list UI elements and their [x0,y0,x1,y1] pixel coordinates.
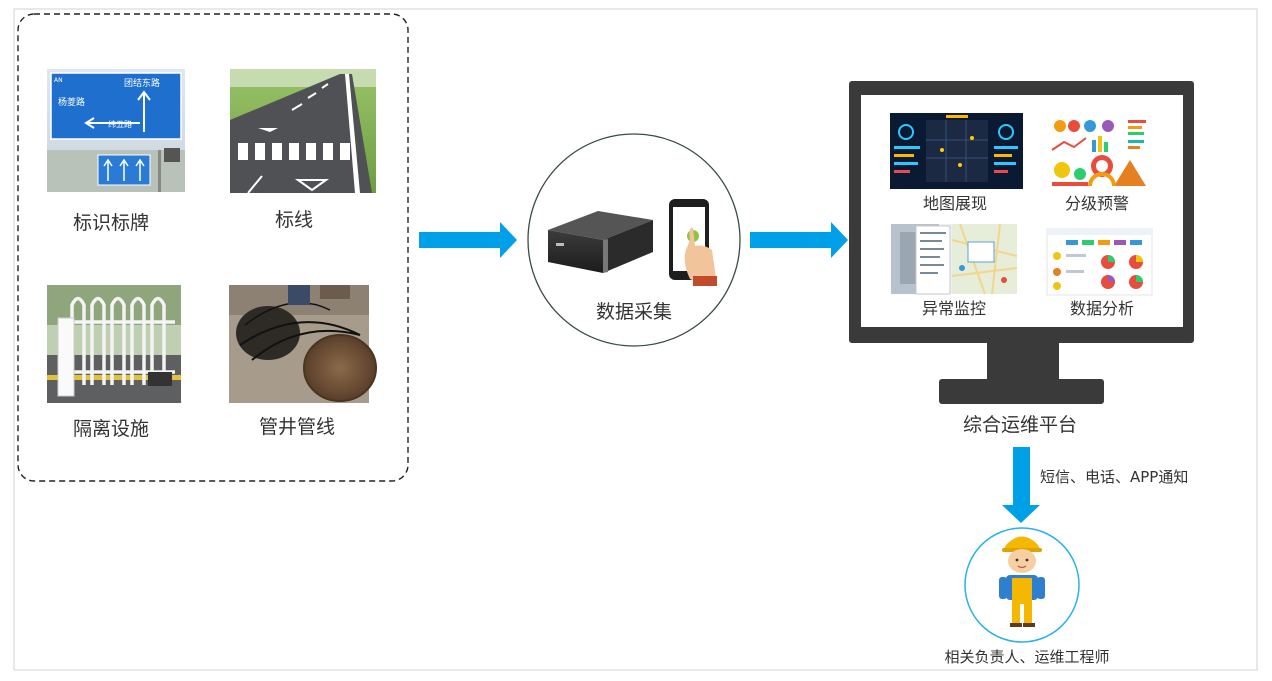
arrow-to-platform [750,222,848,258]
collect-label: 数据采集 [596,301,672,323]
source-label-manhole: 管井管线 [259,416,335,438]
analysis-thumbnail [1047,229,1152,295]
sign-text-top: 团结东路 [124,77,160,89]
map-dashboard-thumbnail [890,113,1023,189]
module-label-map: 地图展现 [923,194,987,213]
module-label-analysis: 数据分析 [1070,299,1134,318]
module-label-monitor: 异常监控 [922,299,986,318]
sign-text-left: 杨菱路 [58,96,85,108]
source-label-guardrail: 隔离设施 [73,418,149,440]
road-marking-photo [230,69,376,193]
monitor-thumbnail [891,224,1017,294]
arrow-to-collect [419,222,517,258]
notify-label: 短信、电话、APP通知 [1040,468,1188,486]
alert-charts-thumbnail [1047,114,1147,190]
platform-label: 综合运维平台 [963,414,1077,436]
arrow-to-personnel [1002,447,1040,523]
road-sign-photo: 团结东路 杨菱路 纬五路 AN [47,69,185,192]
source-label-markings: 标线 [275,209,313,231]
personnel-label: 相关负责人、运维工程师 [944,648,1109,666]
manhole-photo [229,285,376,403]
guardrail-photo [47,285,181,403]
source-label-signs: 标识标牌 [73,212,149,234]
sign-text-corner: AN [54,77,63,84]
module-label-alert: 分级预警 [1065,194,1129,213]
